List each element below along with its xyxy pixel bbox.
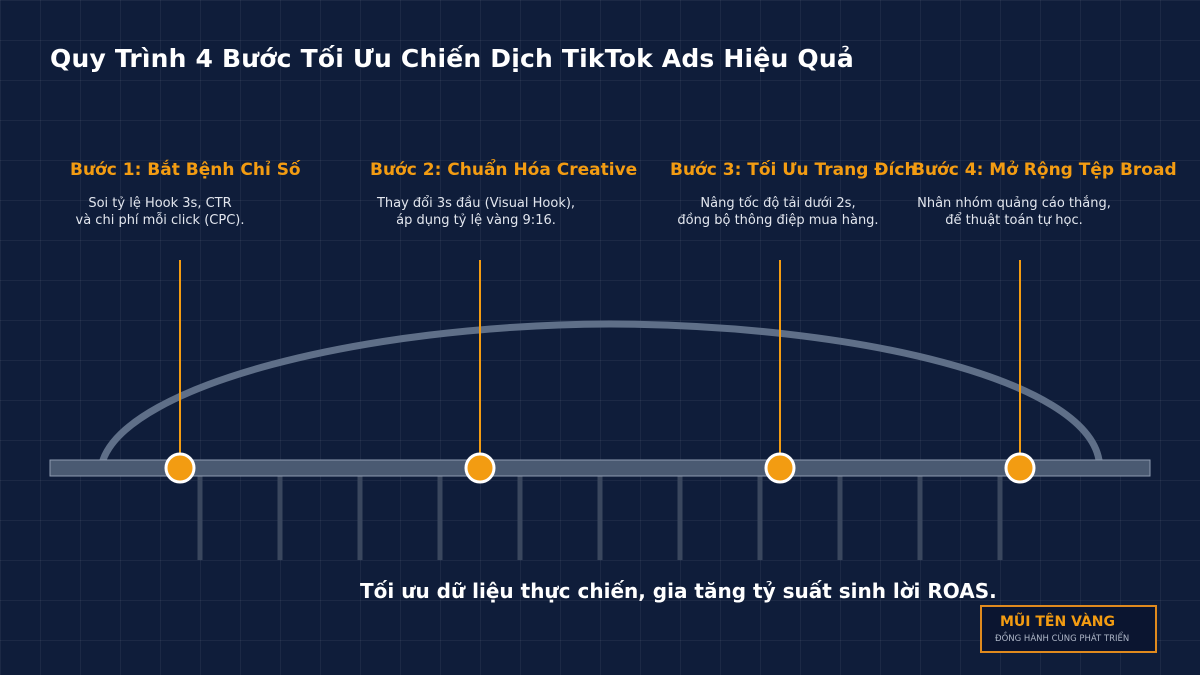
step-4-marker — [1004, 452, 1036, 484]
step-3-marker — [764, 452, 796, 484]
step-connectors — [179, 260, 1021, 468]
bridge-arch — [99, 320, 1103, 464]
page-title: Quy Trình 4 Bước Tối Ưu Chiến Dịch TikTo… — [50, 44, 854, 73]
step-2-description: Thay đổi 3s đầu (Visual Hook), áp dụng t… — [346, 195, 606, 229]
step-4-title: Bước 4: Mở Rộng Tệp Broad — [912, 160, 1177, 180]
step-4-desc-line-1: Nhân nhóm quảng cáo thắng, — [917, 196, 1111, 211]
step-4-desc-line-2: để thuật toán tự học. — [945, 213, 1083, 228]
brand-name: MŨI TÊN VÀNG — [1000, 614, 1116, 630]
step-1-desc-line-2: và chi phí mỗi click (CPC). — [75, 213, 245, 228]
step-markers — [164, 452, 1036, 484]
brand-logo: MŨI TÊN VÀNG ĐỒNG HÀNH CÙNG PHÁT TRIỂN — [980, 605, 1157, 653]
step-2-title: Bước 2: Chuẩn Hóa Creative — [370, 160, 638, 180]
step-3-desc-line-1: Nâng tốc độ tải dưới 2s, — [700, 196, 856, 211]
step-1-description: Soi tỷ lệ Hook 3s, CTR và chi phí mỗi cl… — [30, 195, 290, 229]
step-2-desc-line-2: áp dụng tỷ lệ vàng 9:16. — [396, 213, 556, 228]
step-3-description: Nâng tốc độ tải dưới 2s, đồng bộ thông đ… — [648, 195, 908, 229]
step-2-desc-line-1: Thay đổi 3s đầu (Visual Hook), — [376, 196, 576, 211]
step-2-marker — [464, 452, 496, 484]
bridge-pillars — [197, 470, 1003, 560]
brand-subtitle: ĐỒNG HÀNH CÙNG PHÁT TRIỂN — [995, 634, 1130, 644]
step-3-title: Bước 3: Tối Ưu Trang Đích — [670, 160, 917, 180]
bridge-deck — [49, 459, 1151, 477]
tagline: Tối ưu dữ liệu thực chiến, gia tăng tỷ s… — [360, 579, 997, 603]
step-1-marker — [164, 452, 196, 484]
step-3-desc-line-2: đồng bộ thông điệp mua hàng. — [677, 213, 879, 228]
step-1-title: Bước 1: Bắt Bệnh Chỉ Số — [70, 160, 301, 180]
step-1-desc-line-1: Soi tỷ lệ Hook 3s, CTR — [88, 196, 232, 211]
step-4-description: Nhân nhóm quảng cáo thắng, để thuật toán… — [884, 195, 1144, 229]
